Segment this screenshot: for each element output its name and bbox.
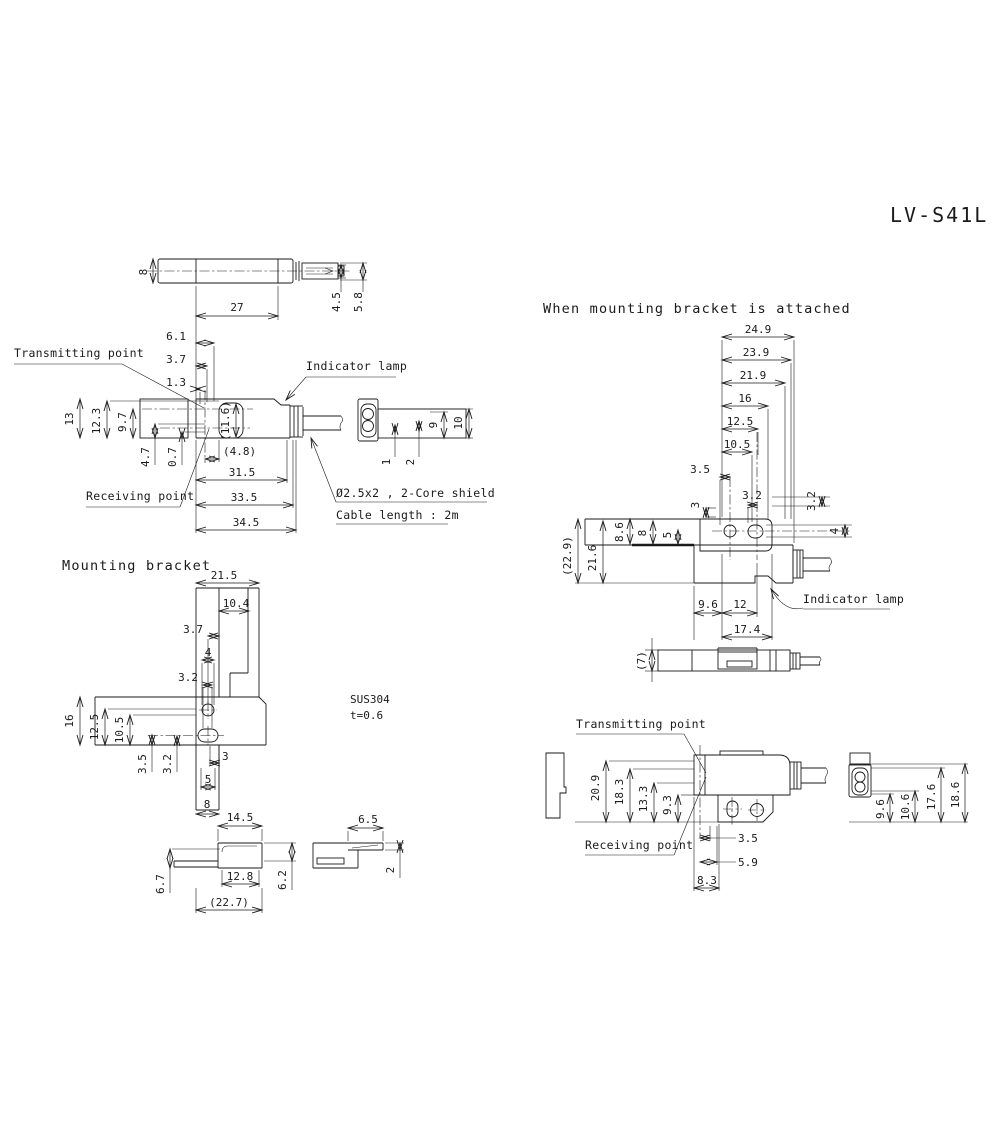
attached-side-view: (7) xyxy=(635,638,822,682)
dim-front-48: (4.8) xyxy=(223,445,256,458)
label-transmitting-point-2: Transmitting point xyxy=(576,717,706,731)
dim-at-125: 12.5 xyxy=(727,415,754,428)
dim-br-37: 3.7 xyxy=(183,623,203,636)
bracket-bottom-view: 14.5 12.8 (22.7) 6.7 6.2 xyxy=(154,811,296,913)
label-receiving-point: Receiving point xyxy=(86,489,194,503)
dim-at-r32: 3.2 xyxy=(805,491,818,511)
dim-front-h97: 9.7 xyxy=(116,412,129,432)
bracket-side-view: 6.5 2 xyxy=(312,813,404,878)
label-indicator-lamp: Indicator lamp xyxy=(306,359,407,373)
attached-front-view: 24.9 23.9 21.9 16 12.5 10.5 3.5 3.2 3.2 … xyxy=(561,323,904,640)
dim-at-174: 17.4 xyxy=(734,623,761,636)
dim-brs-2: 2 xyxy=(384,867,397,874)
dim-brb-62: 6.2 xyxy=(276,870,289,890)
dim-atb-93: 9.3 xyxy=(661,795,674,815)
dim-atb-183: 18.3 xyxy=(613,779,626,806)
dim-front-345: 34.5 xyxy=(233,516,260,529)
dim-atb-r176: 17.6 xyxy=(925,784,938,811)
bracket-material: SUS304 xyxy=(350,693,390,706)
sensor-front-view: (11.6) Transmitting point Receiving poin… xyxy=(14,320,495,533)
dim-at-r4: 4 xyxy=(828,527,841,534)
dim-at-216: 21.6 xyxy=(586,545,599,572)
dim-top-45: 4.5 xyxy=(330,292,343,312)
dim-front-37: 3.7 xyxy=(166,353,186,366)
dim-brb-128: 12.8 xyxy=(227,870,254,883)
dim-atb-59: 5.9 xyxy=(738,856,758,869)
dim-br-215: 21.5 xyxy=(211,569,238,582)
dim-br-5: 5 xyxy=(205,773,212,786)
sensor-top-view: 8 27 4.5 5.8 xyxy=(137,259,367,320)
dim-front-h13: 13 xyxy=(63,412,76,425)
dim-br-3: 3 xyxy=(222,750,229,763)
label-receiving-point-2: Receiving point xyxy=(585,838,693,852)
dim-atb-r96: 9.6 xyxy=(874,799,887,819)
dim-at-8: 8 xyxy=(636,530,649,537)
dim-at-35: 3.5 xyxy=(690,463,710,476)
dim-brs-65: 6.5 xyxy=(358,813,378,826)
bracket-front-view: 21.5 10.4 3.7 4 3.2 16 12.5 10.5 3.5 3.2… xyxy=(63,569,267,814)
dim-front-116: (11.6) xyxy=(219,401,232,441)
dim-end-9: 9 xyxy=(427,422,440,429)
dim-end-2: 2 xyxy=(404,459,417,466)
dim-top-length: 27 xyxy=(230,301,243,314)
bracket-section: Mounting bracket SUS304 t=0.6 21.5 10.4 … xyxy=(62,558,404,913)
dim-at-5: 5 xyxy=(661,532,674,539)
attached-section: When mounting bracket is attached xyxy=(543,301,968,891)
dim-top-height: 8 xyxy=(137,269,150,276)
dim-front-h47: 4.7 xyxy=(139,447,152,467)
dim-at-229: (22.9) xyxy=(561,536,574,576)
dim-at-32: 3.2 xyxy=(742,489,762,502)
dim-br-35: 3.5 xyxy=(136,754,149,774)
page-title: LV-S41L xyxy=(890,203,988,227)
dim-ats-7: (7) xyxy=(635,651,648,671)
dim-br-104: 10.4 xyxy=(223,597,250,610)
attached-bottom-view: Transmitting point Receiving point 20.9 … xyxy=(545,717,968,891)
dim-front-315: 31.5 xyxy=(229,466,256,479)
label-transmitting-point: Transmitting point xyxy=(14,346,144,360)
dim-at-249: 24.9 xyxy=(745,323,772,336)
bracket-thickness: t=0.6 xyxy=(350,709,383,722)
dim-at-96: 9.6 xyxy=(698,598,718,611)
dim-at-86: 8.6 xyxy=(613,522,626,542)
dim-at-239: 23.9 xyxy=(743,346,770,359)
dim-br-32b: 3.2 xyxy=(161,754,174,774)
dim-at-3: 3 xyxy=(689,502,702,509)
dim-front-13s: 1.3 xyxy=(166,376,186,389)
dim-atb-209: 20.9 xyxy=(589,775,602,802)
sensor-end-view: 1 2 9 10 xyxy=(357,398,473,466)
dim-brb-145: 14.5 xyxy=(227,811,254,824)
dim-br-125: 12.5 xyxy=(88,714,101,741)
dim-atb-35: 3.5 xyxy=(738,832,758,845)
dim-brb-67: 6.7 xyxy=(154,874,167,894)
dim-top-58: 5.8 xyxy=(352,292,365,312)
dim-front-335: 33.5 xyxy=(231,491,258,504)
dim-at-105: 10.5 xyxy=(724,438,751,451)
dim-end-1: 1 xyxy=(380,459,393,466)
dim-brb-227: (22.7) xyxy=(209,896,249,909)
bracket-section-title: Mounting bracket xyxy=(62,558,211,574)
dim-front-h07: 0.7 xyxy=(166,447,179,467)
dim-atb-83: 8.3 xyxy=(697,874,717,887)
dim-at-16: 16 xyxy=(738,392,751,405)
dim-br-4: 4 xyxy=(205,646,212,659)
dim-atb-r186: 18.6 xyxy=(949,782,962,809)
dim-at-219: 21.9 xyxy=(740,369,767,382)
dim-end-10: 10 xyxy=(452,416,465,429)
dim-br-8: 8 xyxy=(204,798,211,811)
attached-section-title: When mounting bracket is attached xyxy=(543,301,851,317)
label-cable-length: Cable length : 2m xyxy=(336,508,459,522)
dim-front-61: 6.1 xyxy=(166,330,186,343)
dim-br-16: 16 xyxy=(63,714,76,727)
dim-front-h123: 12.3 xyxy=(90,408,103,435)
dim-atb-r106: 10.6 xyxy=(899,794,912,821)
label-indicator-lamp-2: Indicator lamp xyxy=(803,592,904,606)
dim-br-105: 10.5 xyxy=(113,717,126,744)
dim-br-32: 3.2 xyxy=(178,671,198,684)
label-cable-spec: Ø2.5x2 , 2-Core shield xyxy=(336,486,495,500)
dim-at-12: 12 xyxy=(733,598,746,611)
dim-atb-133: 13.3 xyxy=(637,786,650,813)
